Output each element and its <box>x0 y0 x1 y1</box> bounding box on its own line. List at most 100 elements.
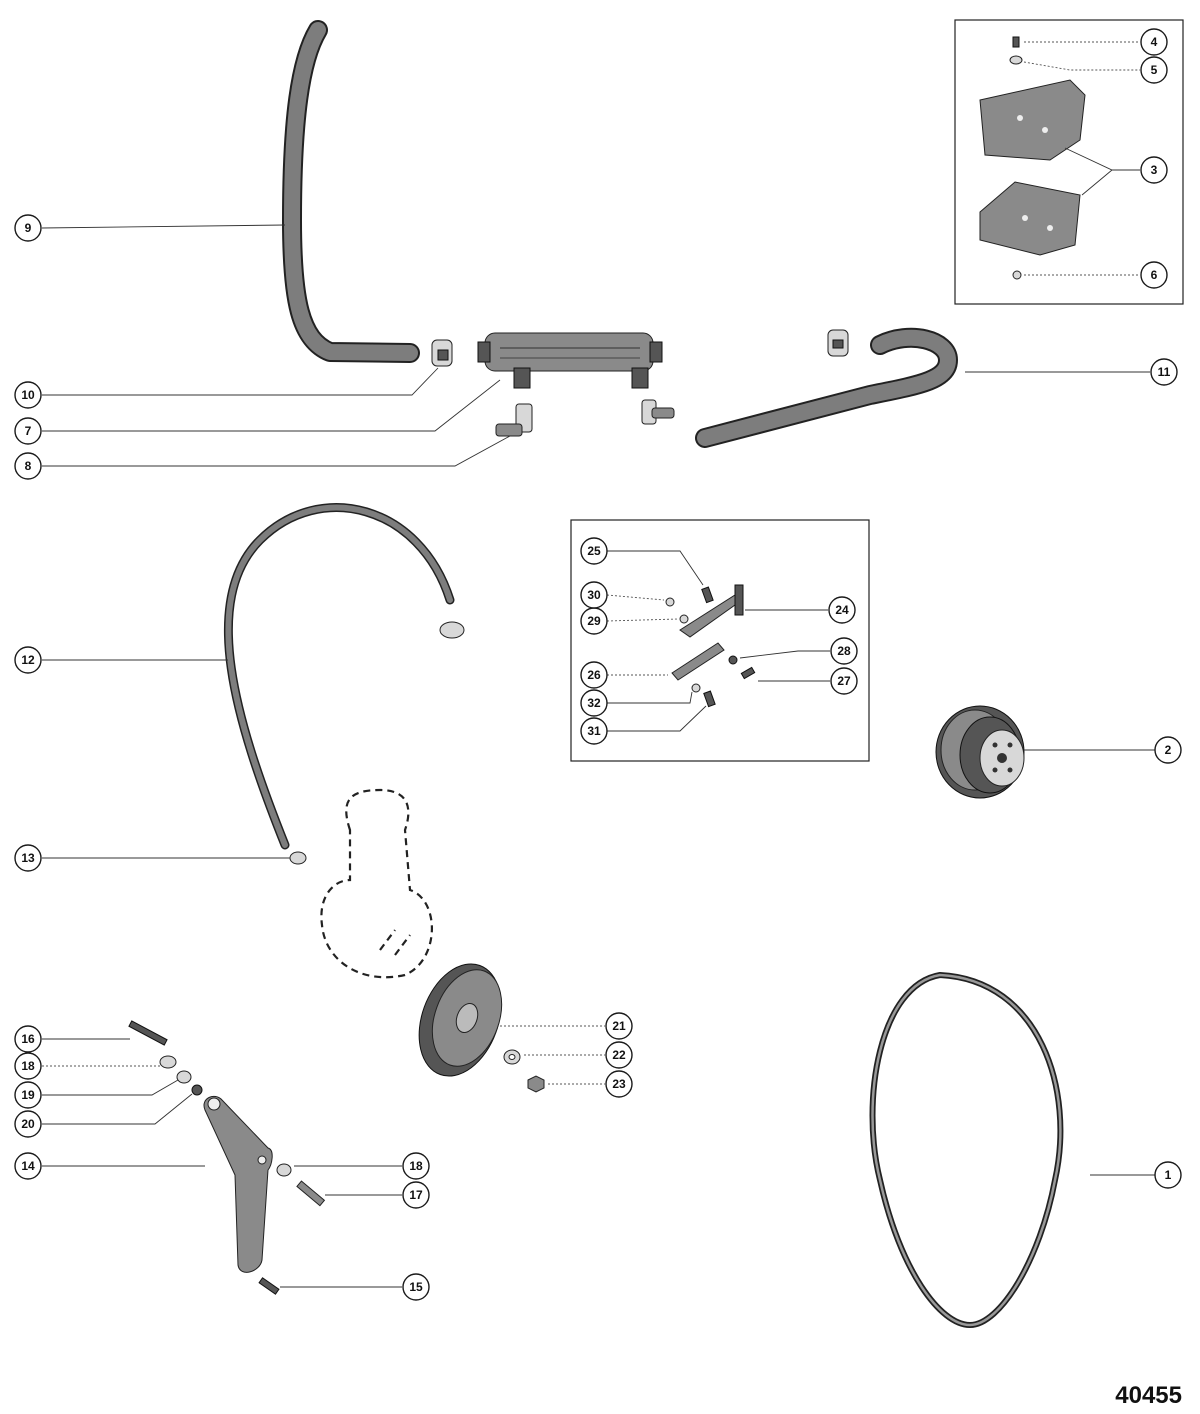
callout-30: 30 <box>580 581 608 609</box>
callout-4: 4 <box>1140 28 1168 56</box>
clamp-inset-frame <box>954 19 1184 305</box>
callout-18: 18 <box>14 1052 42 1080</box>
callout-23: 23 <box>605 1070 633 1098</box>
part-washer-22 <box>503 1049 521 1065</box>
callout-31: 31 <box>580 717 608 745</box>
callout-21: 21 <box>605 1012 633 1040</box>
callout-24: 24 <box>828 596 856 624</box>
part-elbow-8 <box>495 403 533 437</box>
part-bolt-27 <box>740 666 756 680</box>
part-clamp-13 <box>289 851 307 865</box>
svg-text:3: 3 <box>1151 163 1158 177</box>
callout-19: 19 <box>14 1081 42 1109</box>
svg-text:2: 2 <box>1165 743 1172 757</box>
callout-2: 2 <box>1154 736 1182 764</box>
callout-25: 25 <box>580 537 608 565</box>
part-pulley-2 <box>935 705 1025 799</box>
svg-text:32: 32 <box>587 696 601 710</box>
svg-text:23: 23 <box>612 1077 626 1091</box>
svg-text:26: 26 <box>587 668 601 682</box>
part-bracket-26 <box>671 642 725 681</box>
callout-27: 27 <box>830 667 858 695</box>
callout-10: 10 <box>14 381 42 409</box>
callout-29: 29 <box>580 607 608 635</box>
part-plate-3a <box>979 79 1086 161</box>
svg-text:17: 17 <box>409 1188 423 1202</box>
svg-text:7: 7 <box>25 424 32 438</box>
part-washer-5 <box>1009 55 1023 65</box>
svg-text:5: 5 <box>1151 63 1158 77</box>
callout-9: 9 <box>14 214 42 242</box>
svg-text:31: 31 <box>587 724 601 738</box>
svg-text:20: 20 <box>21 1117 35 1131</box>
svg-text:21: 21 <box>612 1019 626 1033</box>
svg-text:28: 28 <box>837 644 851 658</box>
svg-text:9: 9 <box>25 221 32 235</box>
leader-lines <box>41 41 1155 1288</box>
callout-15: 15 <box>402 1273 430 1301</box>
bracket-inset-frame <box>570 519 870 762</box>
svg-text:18: 18 <box>409 1159 423 1173</box>
part-clamp-10 <box>431 339 453 367</box>
part-clamp-11 <box>827 329 849 357</box>
callout-17: 17 <box>402 1181 430 1209</box>
part-nut-20 <box>191 1084 203 1096</box>
svg-text:25: 25 <box>587 544 601 558</box>
svg-text:16: 16 <box>21 1032 35 1046</box>
callout-18b: 18 <box>402 1152 430 1180</box>
part-nut-6 <box>1012 270 1022 280</box>
part-washer-29 <box>679 614 689 624</box>
callout-32: 32 <box>580 689 608 717</box>
svg-text:15: 15 <box>409 1280 423 1294</box>
svg-text:24: 24 <box>835 603 849 617</box>
callout-7: 7 <box>14 417 42 445</box>
part-pulley-21 <box>418 963 503 1077</box>
phantom-water-pump <box>320 788 433 979</box>
svg-text:11: 11 <box>1158 365 1171 379</box>
part-washer-19 <box>176 1070 192 1084</box>
part-nut-28 <box>728 655 738 665</box>
part-cooler-7 <box>477 332 663 389</box>
svg-text:6: 6 <box>1151 268 1158 282</box>
part-screw-4 <box>1012 36 1020 48</box>
callout-22: 22 <box>605 1041 633 1069</box>
part-washer-32 <box>691 683 701 693</box>
svg-text:10: 10 <box>21 388 35 402</box>
part-bolt-25 <box>701 586 714 604</box>
svg-text:27: 27 <box>837 674 851 688</box>
figure-number: 40455 <box>1115 1382 1182 1409</box>
callout-3: 3 <box>1140 156 1168 184</box>
part-belt-1 <box>869 971 1064 1329</box>
svg-text:1: 1 <box>1165 1168 1172 1182</box>
callout-8: 8 <box>14 452 42 480</box>
svg-text:12: 12 <box>21 653 35 667</box>
part-nut-23 <box>527 1075 545 1093</box>
callout-11: 11 <box>1150 358 1178 386</box>
part-hose-11 <box>695 327 958 448</box>
callout-26: 26 <box>580 661 608 689</box>
callout-14: 14 <box>14 1152 42 1180</box>
svg-text:18: 18 <box>21 1059 35 1073</box>
part-bracket-14 <box>203 1095 273 1273</box>
part-elbow-8b <box>641 399 675 425</box>
svg-text:4: 4 <box>1151 35 1158 49</box>
part-washer-18 <box>159 1055 177 1069</box>
callout-6: 6 <box>1140 261 1168 289</box>
callouts: 1 2 3 4 5 6 7 8 9 10 11 12 13 14 15 16 1… <box>14 28 1182 1301</box>
callout-12: 12 <box>14 646 42 674</box>
part-bolt-16 <box>128 1020 168 1046</box>
part-hose-12 <box>223 503 455 850</box>
part-washer-18b <box>276 1163 292 1177</box>
part-nut-30 <box>665 597 675 607</box>
svg-text:19: 19 <box>21 1088 35 1102</box>
callout-20: 20 <box>14 1110 42 1138</box>
svg-text:14: 14 <box>21 1159 35 1173</box>
callout-13: 13 <box>14 844 42 872</box>
svg-text:30: 30 <box>587 588 601 602</box>
callout-5: 5 <box>1140 56 1168 84</box>
callout-16: 16 <box>14 1025 42 1053</box>
part-plate-3b <box>979 181 1081 256</box>
callout-1: 1 <box>1154 1161 1182 1189</box>
